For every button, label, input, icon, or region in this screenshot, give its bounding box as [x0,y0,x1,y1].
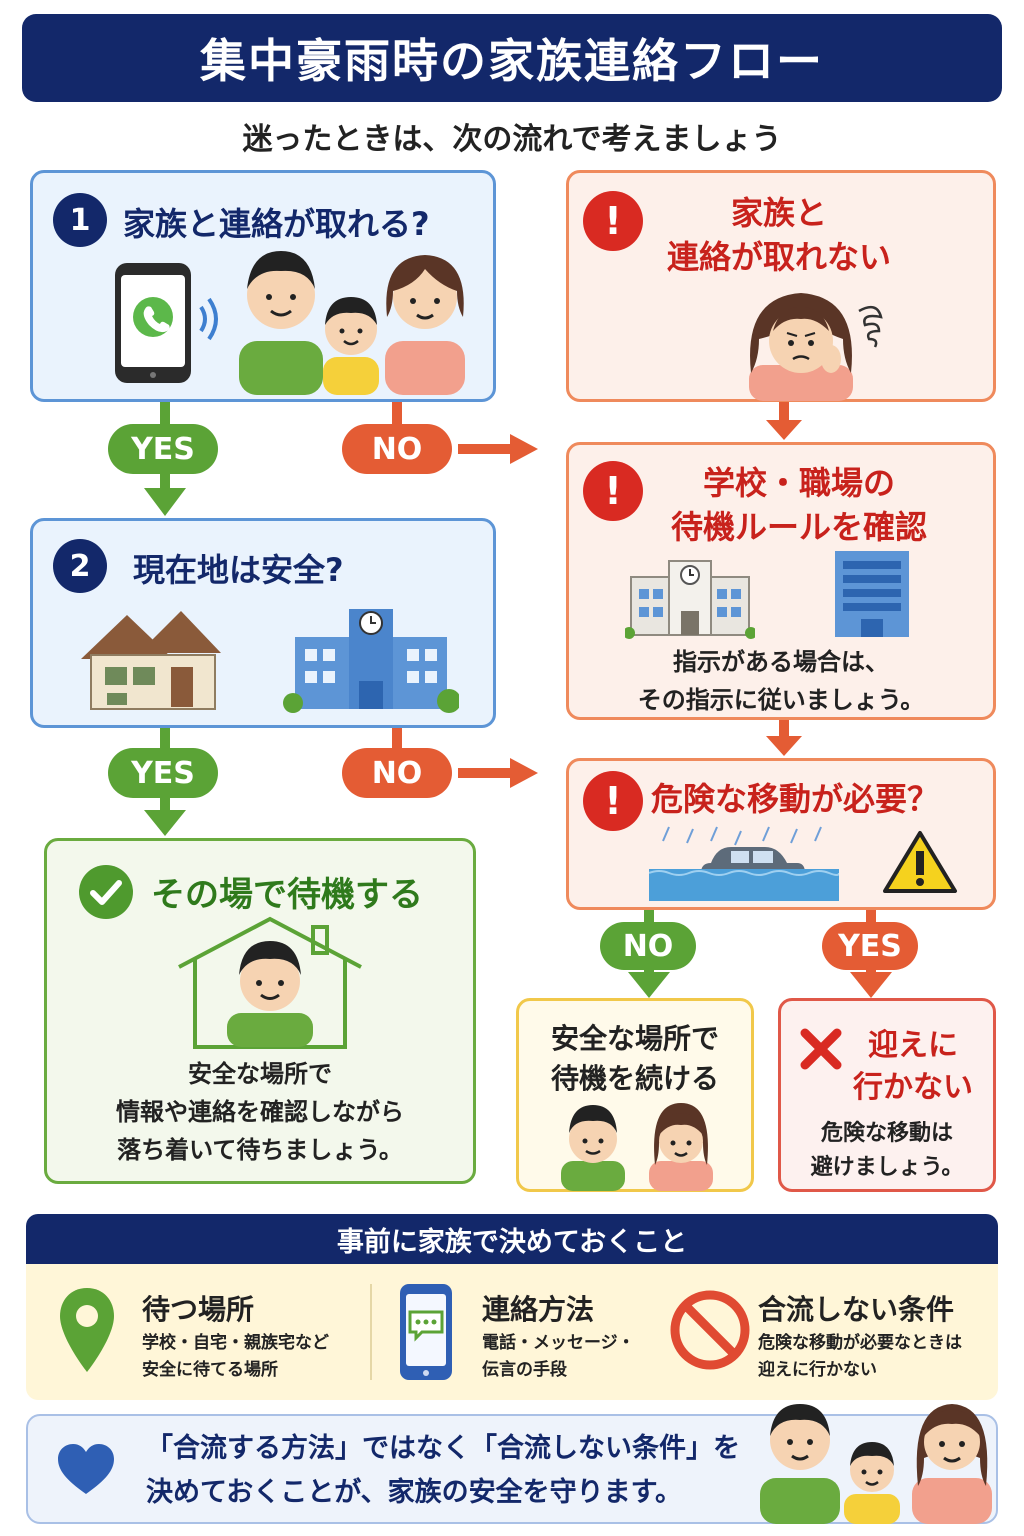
wait-here-title: その場で待機する [151,875,423,915]
cross-icon [800,1028,842,1070]
keep-waiting-title-line1: 安全な場所で [550,1022,719,1055]
wait-here-body-line2: 情報や連絡を確認しながら [116,1098,404,1126]
no-pickup-box: 迎えに 行かない 危険な移動は 避けましょう。 [778,998,996,1192]
no-contact-box: ! 家族と 連絡が取れない [566,170,996,402]
wait-here-body-line1: 安全な場所で [188,1060,332,1088]
location-pin-icon [60,1288,114,1372]
prep-header: 事前に家族で決めておくこと [26,1214,998,1264]
step1-box: 1 家族と連絡が取れる? [30,170,496,402]
wait-here-box: その場で待機する 安全な場所で 情報や連絡を確認しながら 落ち着いて待ちましょう… [44,838,476,1184]
step2-question: 現在地は安全? [133,551,344,589]
step1-question: 家族と連絡が取れる? [123,205,430,243]
step2-number: 2 [53,539,107,593]
warning-exclamation-icon: ! [583,191,643,251]
note-text: 「合流する方法」ではなく「合流しない条件」を 決めておくことが、家族の安全を守り… [146,1427,766,1515]
step1-no-arrow [458,434,538,464]
check-rules-title-line2: 待機ルールを確認 [670,508,927,546]
family-icon [239,251,465,395]
no-contact-down-arrow [766,402,802,440]
prep-body: 待つ場所 学校・自宅・親族宅など 安全に待てる場所 連絡方法 電話・メッセージ・… [26,1264,998,1400]
title-bar: 集中豪雨時の家族連絡フロー [22,14,1002,102]
step2-box: 2 現在地は安全? [30,518,496,728]
no-pickup-title-line1: 迎えに [868,1028,958,1063]
check-rules-body-line2: その指示に従いましょう。 [637,686,925,714]
prep-item3-desc-line1: 危険な移動が必要なときは [758,1333,962,1353]
no-pickup-body-line1: 危険な移動は [820,1121,953,1146]
keep-waiting-title-line2: 待機を続ける [550,1062,719,1095]
flooded-car-icon [649,826,839,901]
prep-item1-title: 待つ場所 [142,1293,255,1326]
prep-item2-desc-line2: 伝言の手段 [482,1360,567,1380]
note-line1: 「合流する方法」ではなく「合流しない条件」を [146,1433,740,1464]
warning-exclamation-icon: ! [583,771,643,831]
no-contact-title: 家族と 連絡が取れない [629,191,929,279]
phone-message-icon [400,1284,452,1380]
warning-triangle-icon [883,831,957,893]
no-contact-title-line1: 家族と [730,194,827,232]
prep-item1-desc-line2: 安全に待てる場所 [142,1360,278,1380]
step1-no-connector [392,402,402,428]
check-rules-body: 指示がある場合は、 その指示に従いましょう。 [569,643,993,719]
check-rules-body-line1: 指示がある場合は、 [673,648,889,676]
step2-no-arrow [458,758,538,788]
check-rules-down-arrow [766,720,802,756]
danger-no-label: NO [600,922,696,970]
step2-no-connector [392,728,402,752]
page-subtitle: 迷ったときは、次の流れで考えましょう [242,122,782,157]
heart-icon [58,1444,114,1494]
smartphone-call-icon [115,263,218,383]
step1-yes-label: YES [108,424,218,474]
no-pickup-title-line2: 行かない [853,1070,973,1105]
danger-yes-label: YES [822,922,918,970]
school-icon [283,609,459,713]
prep-item3-desc: 危険な移動が必要なときは 迎えに行かない [758,1330,962,1384]
check-rules-title-line1: 学校・職場の [702,464,895,502]
prep-item2-desc-line1: 電話・メッセージ・ [482,1333,635,1353]
prep-divider [370,1284,372,1380]
step2-no-label: NO [342,748,452,798]
person-at-home-icon [178,916,362,1049]
family-icon [760,1404,992,1524]
wait-here-body: 安全な場所で 情報や連絡を確認しながら 落ち着いて待ちましょう。 [47,1055,473,1169]
danger-check-question: 危険な移動が必要？ [651,780,940,818]
house-icon [81,611,221,710]
danger-check-box: ! 危険な移動が必要？ [566,758,996,910]
prep-item2-desc: 電話・メッセージ・ 伝言の手段 [482,1330,635,1384]
step1-no-label: NO [342,424,452,474]
no-pickup-body-line2: 避けましょう。 [810,1155,964,1180]
checkmark-icon [79,865,133,919]
check-rules-title: 学校・職場の 待機ルールを確認 [629,461,969,549]
no-pickup-body: 危険な移動は 避けましょう。 [781,1117,993,1185]
keep-waiting-box: 安全な場所で 待機を続ける [516,998,754,1192]
step2-yes-label: YES [108,748,218,798]
page-title: 集中豪雨時の家族連絡フロー [200,34,824,88]
prohibited-icon [670,1290,750,1370]
no-pickup-title: 迎えに 行かない [833,1025,993,1109]
office-building-icon [835,551,909,637]
prep-item3-title: 合流しない条件 [758,1293,955,1326]
prep-item1-desc: 学校・自宅・親族宅など 安全に待てる場所 [142,1330,329,1384]
keep-waiting-title: 安全な場所で 待機を続ける [519,1019,751,1099]
check-rules-box: ! 学校・職場の 待機ルールを確認 指示がある場合は、 その指示に従いましょう。 [566,442,996,720]
school-building-icon [625,560,755,639]
prep-item3-desc-line2: 迎えに行かない [758,1360,877,1380]
wait-here-body-line3: 落ち着いて待ちましょう。 [117,1136,403,1164]
two-people-icon [561,1103,713,1191]
note-line2: 決めておくことが、家族の安全を守ります。 [146,1477,682,1508]
no-contact-title-line2: 連絡が取れない [666,238,891,276]
worried-woman-icon [749,293,883,401]
prep-item1-desc-line1: 学校・自宅・親族宅など [142,1333,329,1353]
warning-exclamation-icon: ! [583,461,643,521]
step1-number: 1 [53,193,107,247]
prep-item2-title: 連絡方法 [482,1293,595,1326]
note-box: 「合流する方法」ではなく「合流しない条件」を 決めておくことが、家族の安全を守り… [26,1404,998,1524]
